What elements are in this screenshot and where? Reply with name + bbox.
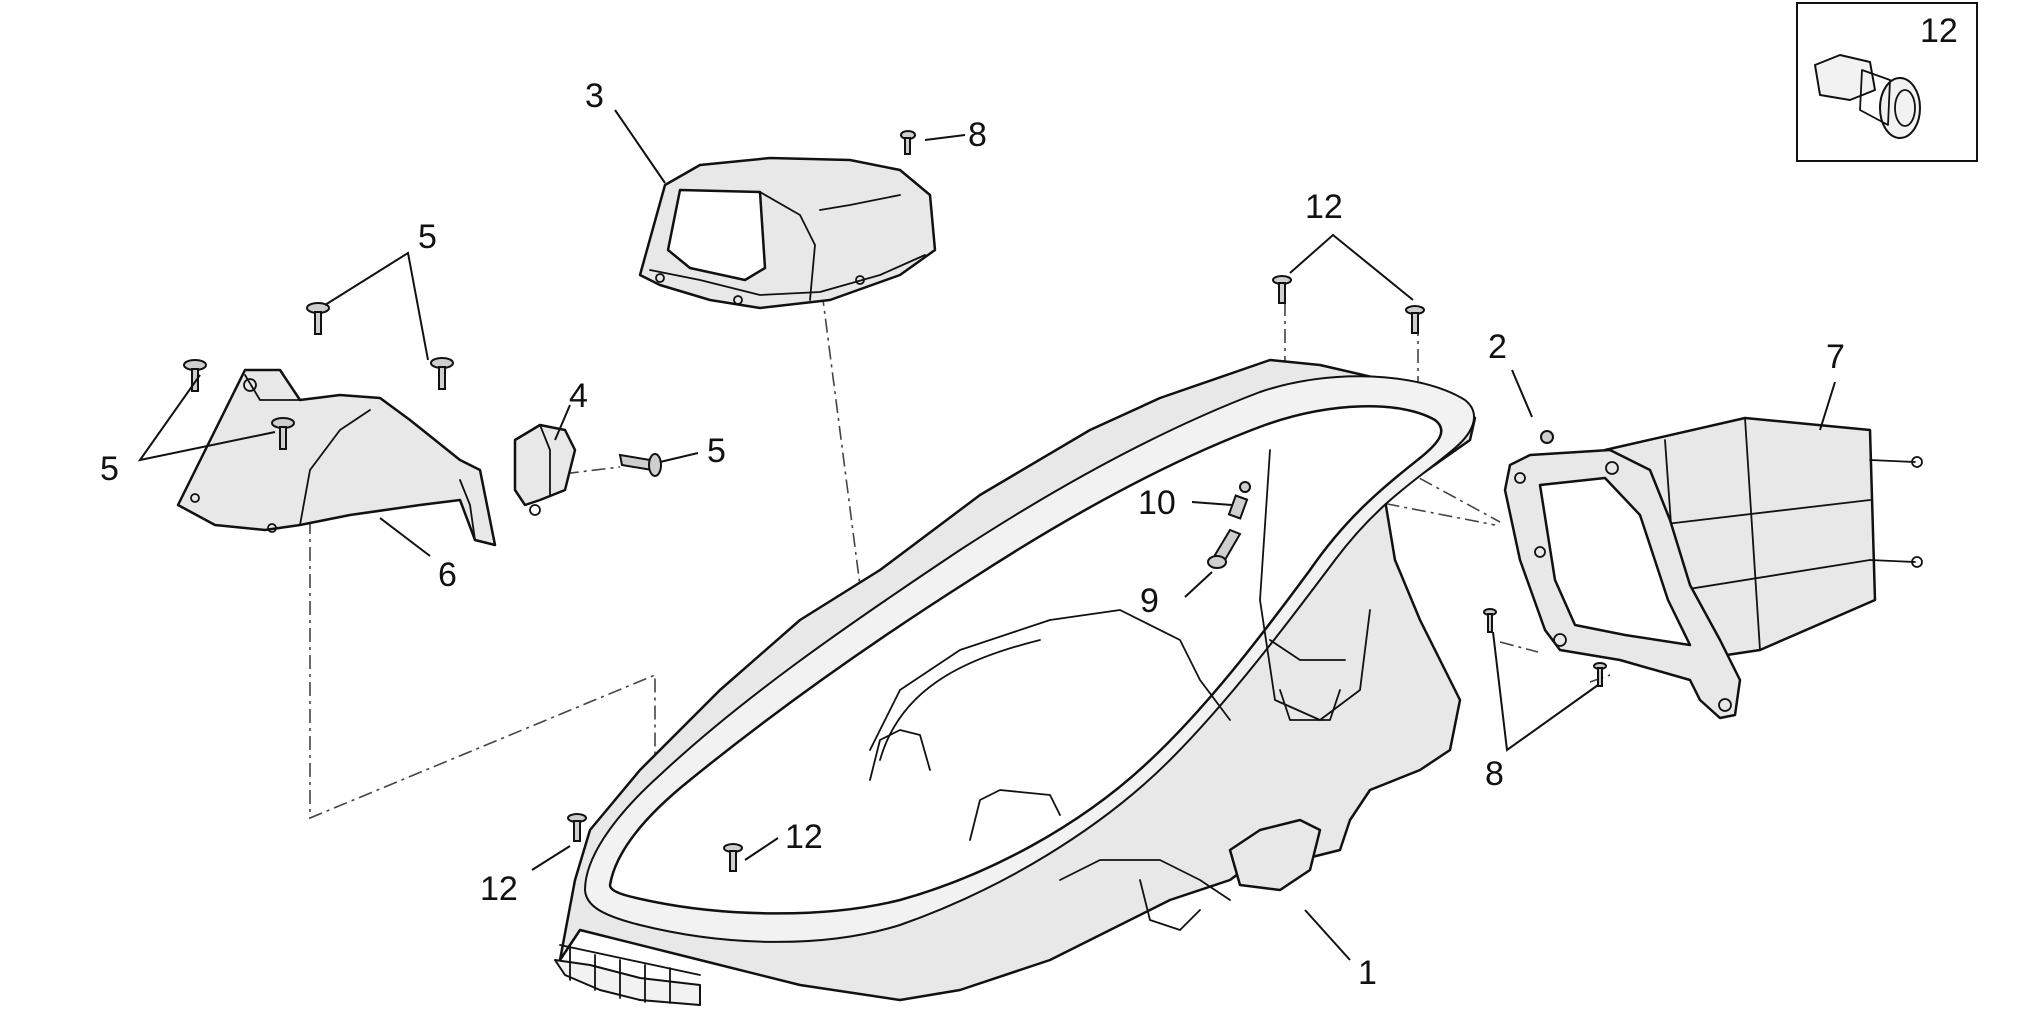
callout-12-top: 12 xyxy=(1305,188,1343,226)
callout-5-top: 5 xyxy=(418,218,437,256)
callout-9: 9 xyxy=(1140,582,1159,620)
callout-5-right: 5 xyxy=(707,432,726,470)
callout-4: 4 xyxy=(569,377,588,415)
callout-12-bottom-center: 12 xyxy=(785,818,823,856)
screw-12-bottom-center xyxy=(723,843,743,872)
screw-5-top-right xyxy=(430,357,454,390)
part-4-small-bracket xyxy=(513,423,577,516)
part-1-storage-compartment xyxy=(554,358,1477,1006)
screw-12-bottom-left xyxy=(567,813,587,842)
callout-3: 3 xyxy=(585,77,604,115)
bolt-9 xyxy=(1207,528,1242,569)
leader-lines xyxy=(137,109,1836,961)
callout-2: 2 xyxy=(1488,328,1507,366)
screw-5-center xyxy=(271,417,295,450)
screw-8-right-a xyxy=(1483,608,1497,633)
callout-8-right: 8 xyxy=(1485,755,1504,793)
callout-10: 10 xyxy=(1138,484,1176,522)
callout-6: 6 xyxy=(438,556,457,594)
screw-8-right-b xyxy=(1593,662,1607,687)
inset-detail-box xyxy=(1796,2,1978,162)
callout-8-top: 8 xyxy=(968,116,987,154)
spacer-10 xyxy=(1227,481,1251,520)
callout-1: 1 xyxy=(1358,954,1377,992)
part-2-rear-frame-plate xyxy=(1503,430,1742,720)
screw-5-top-left xyxy=(306,302,330,335)
callout-12-bottom-left: 12 xyxy=(480,870,518,908)
fasteners xyxy=(183,130,1607,872)
callout-labels: 1 2 3 4 5 5 5 6 7 8 8 9 10 12 12 12 12 xyxy=(100,12,1958,992)
screw-12-top-left xyxy=(1272,275,1292,304)
callout-7: 7 xyxy=(1826,338,1845,376)
screw-12-top-right xyxy=(1405,305,1425,334)
screw-8-top xyxy=(900,130,916,155)
screw-5-right xyxy=(618,453,662,477)
part-3-upper-cover xyxy=(638,156,937,310)
part-6-bracket-cover xyxy=(176,368,497,547)
callout-5-left: 5 xyxy=(100,450,119,488)
callout-12-inset: 12 xyxy=(1920,12,1958,50)
screw-5-left xyxy=(183,359,207,392)
